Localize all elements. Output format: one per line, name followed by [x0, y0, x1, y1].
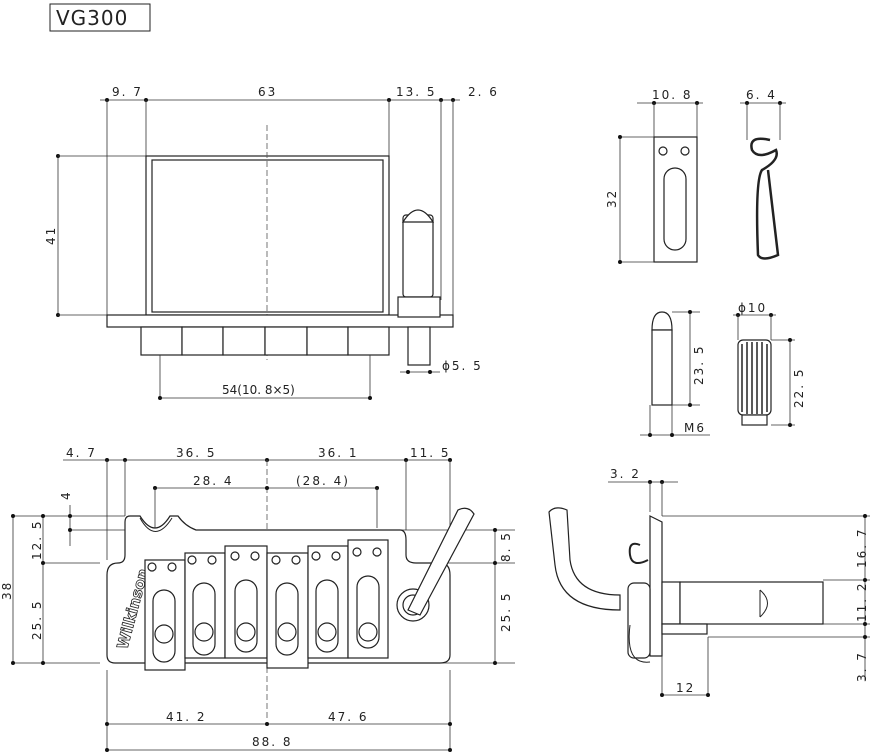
dim-2-6: 2. 6 [468, 85, 499, 99]
dim-25-5-right: 25. 5 [499, 591, 513, 632]
dim-36-5: 36. 5 [176, 446, 217, 460]
dim-12-5: 12. 5 [30, 519, 44, 560]
dim-38: 38 [0, 581, 14, 600]
dim-47-6: 47. 6 [328, 710, 369, 724]
dim-dia-10: ϕ10 [738, 301, 767, 315]
dim-63: 63 [258, 85, 277, 99]
dim-54: 54(10. 8×5) [222, 383, 295, 397]
arm-side [548, 507, 621, 611]
dim-dia-5-5: ϕ5. 5 [442, 359, 483, 373]
dim-4: 4 [59, 490, 73, 500]
dim-13-5: 13. 5 [396, 85, 437, 99]
dim-41: 41 [44, 226, 58, 245]
dim-9-7: 9. 7 [112, 85, 143, 99]
dim-12: 12 [676, 681, 695, 695]
dim-11-2: 11. 2 [855, 581, 869, 622]
tremolo-arm [407, 507, 475, 616]
dim-3-7: 3. 7 [855, 651, 869, 682]
saddles [144, 539, 389, 671]
dim-6-4: 6. 4 [746, 88, 777, 102]
dim-88-8: 88. 8 [252, 735, 293, 749]
dim-10-8: 10. 8 [652, 88, 693, 102]
top-view: 9. 7 63 13. 5 2. 6 41 ϕ5. 5 54(10. 8×5) [44, 85, 499, 400]
pin-parts: 23. 5 M6 ϕ10 22. 5 [640, 301, 806, 437]
dim-3-2: 3. 2 [610, 467, 641, 481]
dim-22-5: 22. 5 [792, 367, 806, 408]
dim-28-4-ref: (28. 4) [296, 474, 350, 488]
dim-23-5: 23. 5 [692, 344, 706, 385]
dim-8-5: 8. 5 [499, 531, 513, 562]
side-view: 3. 2 16. 7 11. 2 3. 7 12 [548, 467, 870, 697]
dim-11-5: 11. 5 [410, 446, 451, 460]
clip-parts: 10. 8 32 6. 4 [605, 88, 786, 264]
dim-32: 32 [605, 189, 619, 208]
dim-m6: M6 [684, 421, 706, 435]
front-view: 4. 7 36. 5 36. 1 11. 5 28. 4 (28. 4) 4 1… [0, 446, 515, 752]
dim-36-1: 36. 1 [318, 446, 359, 460]
dim-41-2: 41. 2 [166, 710, 207, 724]
dim-25-5-left: 25. 5 [30, 599, 44, 640]
title-box [49, 3, 151, 32]
dim-28-4: 28. 4 [193, 474, 234, 488]
dim-16-7: 16. 7 [855, 527, 869, 568]
dim-4-7: 4. 7 [66, 446, 97, 460]
model-title: VG300 [56, 6, 128, 30]
